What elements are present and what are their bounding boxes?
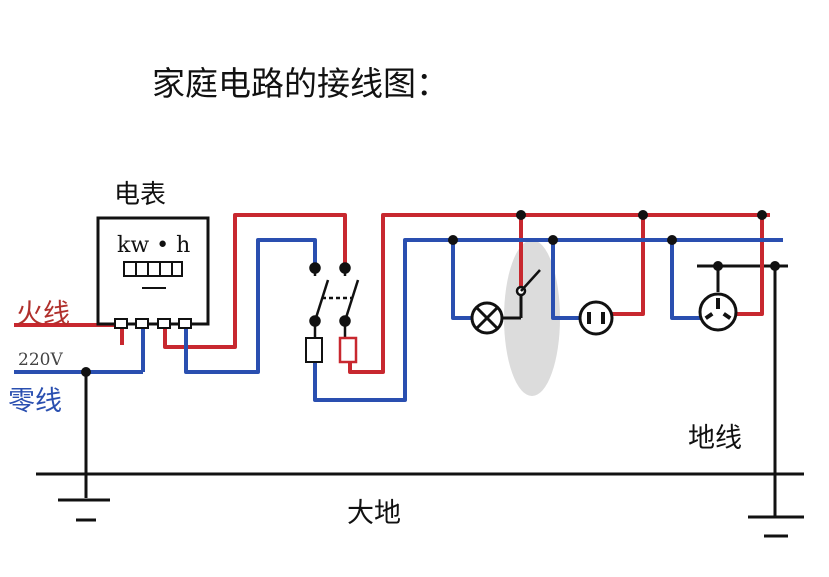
- meter-counter: [123, 261, 183, 277]
- lamp-switch: [515, 269, 541, 297]
- junction-neutral-earth: [81, 367, 91, 377]
- main-switch: [309, 262, 360, 338]
- live-wiring: [14, 213, 770, 374]
- three-pin-socket: [698, 292, 738, 332]
- neutral-fuse-to-bus: [313, 238, 783, 402]
- two-pin-socket: [578, 300, 614, 336]
- neutral-wiring: [14, 238, 783, 402]
- junction-neutral-lamp: [448, 235, 458, 245]
- junction-earth-left: [713, 261, 723, 271]
- junction-live-socket2: [638, 210, 648, 220]
- earth-wire-label: 地线: [688, 423, 742, 454]
- neutral-label: 零线: [8, 386, 62, 417]
- diagram-title: 家庭电路的接线图：: [152, 64, 449, 103]
- junctions: [81, 210, 780, 377]
- meter-face-label: kw • h: [117, 233, 190, 258]
- neutral-to-socket3: [670, 240, 700, 320]
- junction-live-socket3: [757, 210, 767, 220]
- lamp-symbol: [470, 301, 504, 335]
- meter-terminals: [114, 318, 192, 329]
- live-to-socket2: [612, 215, 645, 316]
- switch-highlight: [504, 240, 560, 396]
- live-fuse-to-bus: [348, 213, 770, 374]
- neutral-to-socket2: [551, 240, 580, 320]
- earth-wiring: [36, 264, 804, 538]
- meter-label: 电表: [114, 180, 166, 210]
- neutral-meter-to-switch: [184, 238, 317, 374]
- voltage-label: 220V: [18, 350, 63, 370]
- live-meter-to-switch: [163, 213, 347, 349]
- fuse-neutral: [305, 337, 323, 363]
- junction-live-lamp: [516, 210, 526, 220]
- ground-label: 大地: [347, 498, 401, 529]
- live-to-socket3: [735, 215, 764, 316]
- junction-neutral-socket3: [667, 235, 677, 245]
- neutral-to-lamp: [451, 240, 472, 320]
- live-label: 火线: [16, 299, 70, 330]
- fuses: [305, 336, 358, 364]
- junction-neutral-socket2: [548, 235, 558, 245]
- junction-earth-right: [770, 261, 780, 271]
- fuse-live: [338, 336, 358, 364]
- electric-meter: kw • h: [96, 216, 210, 329]
